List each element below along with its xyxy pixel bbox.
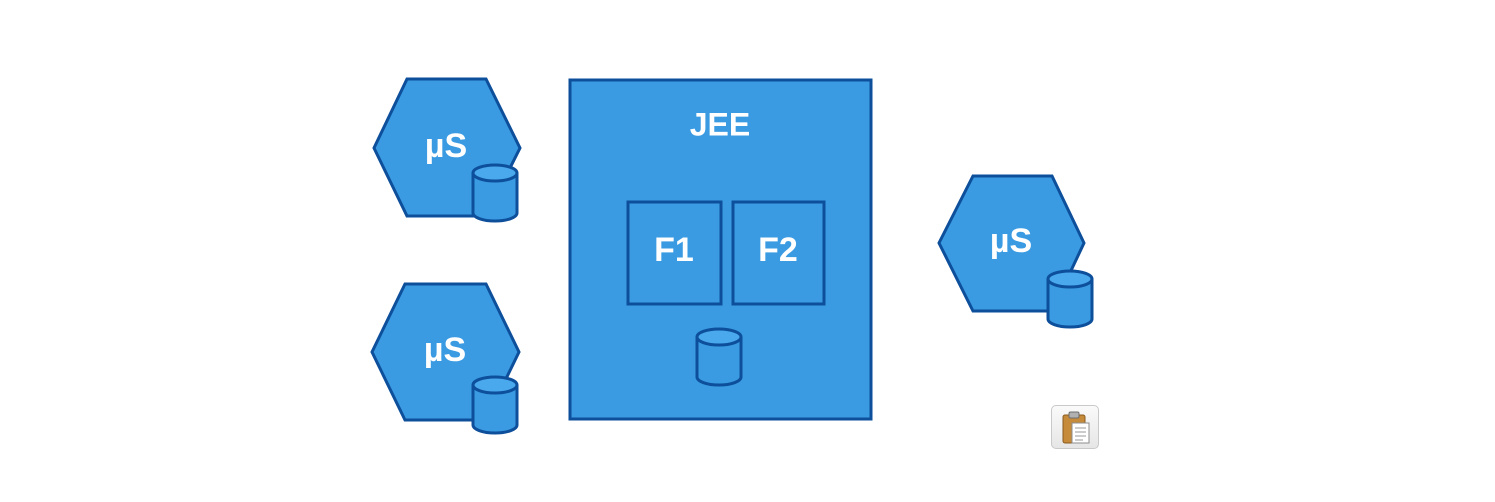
database-icon xyxy=(471,375,519,435)
database-icon xyxy=(1046,269,1094,329)
feature-box-f1 xyxy=(626,200,723,306)
clipboard-icon xyxy=(1062,411,1090,444)
feature-label-f1: F1 xyxy=(654,231,694,269)
database-icon xyxy=(471,163,519,223)
paste-button[interactable] xyxy=(1051,405,1099,449)
microservice-label: µS xyxy=(990,222,1032,260)
microservice-label: µS xyxy=(425,127,467,165)
microservice-label: µS xyxy=(424,331,466,369)
database-icon xyxy=(695,327,743,387)
feature-box-f2 xyxy=(731,200,826,306)
feature-label-f2: F2 xyxy=(758,231,798,269)
jee-container: JEE F1 F2 xyxy=(568,78,873,421)
microservice-top-left: µS xyxy=(372,77,522,223)
jee-label: JEE xyxy=(690,106,750,142)
microservice-bottom-left: µS xyxy=(370,282,521,435)
microservice-right: µS xyxy=(937,174,1094,329)
